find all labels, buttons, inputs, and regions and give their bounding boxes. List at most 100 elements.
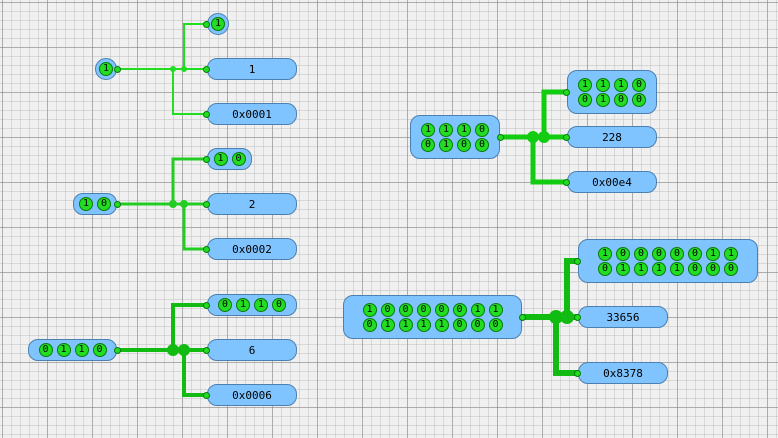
bit-value[interactable]: 0 (398, 302, 413, 317)
decimal-display[interactable]: 2 (207, 193, 297, 215)
bit-value: 0 (632, 92, 646, 107)
bit-value: 1 (598, 246, 612, 261)
input-pin (203, 66, 210, 73)
bit-value[interactable]: 0 (452, 317, 467, 332)
bit-value[interactable]: 0 (452, 302, 467, 317)
bit-value[interactable]: 0 (457, 137, 471, 152)
bit-value[interactable]: 1 (56, 343, 71, 357)
bit-value[interactable]: 0 (362, 317, 377, 332)
decimal-value: 33656 (606, 310, 640, 324)
decimal-display[interactable]: 1 (207, 58, 297, 80)
bit-value: 1 (614, 77, 628, 92)
bit-value: 0 (614, 92, 628, 107)
output-pin (114, 201, 121, 208)
hex-display[interactable]: 0x8378 (578, 362, 668, 384)
bit-value: 1 (724, 246, 738, 261)
bit-value[interactable]: 1 (74, 343, 89, 357)
bit-value: 1 (706, 246, 720, 261)
bit-value[interactable]: 1 (362, 302, 377, 317)
bit-value[interactable]: 1 (488, 302, 503, 317)
input-pin (203, 156, 210, 163)
input-pin (203, 111, 210, 118)
bit-value[interactable]: 1 (99, 62, 113, 76)
decimal-value: 228 (602, 130, 622, 144)
decimal-display[interactable]: 6 (207, 339, 297, 361)
wire-junction (549, 310, 563, 324)
bit-value[interactable]: 1 (457, 122, 471, 137)
bit-value[interactable]: 0 (92, 343, 107, 357)
input-pin (574, 370, 581, 377)
decimal-value: 2 (248, 197, 256, 211)
wire-junction (560, 310, 574, 324)
input-pin (563, 134, 570, 141)
bit-value: 0 (634, 246, 648, 261)
bit-value[interactable]: 1 (398, 317, 413, 332)
bit-input-component[interactable]: 1 (95, 58, 117, 80)
hex-display[interactable]: 0x00e4 (567, 171, 657, 193)
input-pin (203, 302, 210, 309)
bit-value[interactable]: 0 (488, 317, 503, 332)
bit-value[interactable]: 1 (470, 302, 485, 317)
input-pin (203, 392, 210, 399)
bit-value[interactable]: 0 (380, 302, 395, 317)
bit-value: 0 (272, 298, 286, 312)
input-pin (574, 258, 581, 265)
bit-value[interactable]: 0 (434, 302, 449, 317)
bit-value[interactable]: 1 (416, 317, 431, 332)
hex-display[interactable]: 0x0006 (207, 384, 297, 406)
bit-value: 0 (706, 261, 720, 276)
hex-value: 0x0002 (232, 242, 272, 256)
decimal-display[interactable]: 33656 (578, 306, 668, 328)
output-pin (519, 314, 526, 321)
bit-value: 1 (254, 298, 268, 312)
bit-display-component[interactable]: 1 (207, 13, 229, 35)
bit-value[interactable]: 1 (439, 122, 453, 137)
hex-display[interactable]: 0x0001 (207, 103, 297, 125)
wire-junction (167, 344, 179, 356)
bit-value[interactable]: 1 (434, 317, 449, 332)
bit-value: 0 (578, 92, 592, 107)
bit-value[interactable]: 1 (380, 317, 395, 332)
wire-junction (170, 66, 176, 72)
bit-value[interactable]: 0 (470, 317, 485, 332)
input-pin (203, 21, 210, 28)
input-pin (203, 201, 210, 208)
wire-junction (527, 131, 539, 143)
bit-grid: 1 (211, 17, 225, 31)
bit-value[interactable]: 1 (421, 122, 435, 137)
bit-value[interactable]: 0 (38, 343, 53, 357)
bit-value[interactable]: 0 (475, 122, 489, 137)
bit-value[interactable]: 0 (97, 197, 111, 211)
bit-value[interactable]: 1 (79, 197, 93, 211)
decimal-display[interactable]: 228 (567, 126, 657, 148)
bit-value[interactable]: 0 (475, 137, 489, 152)
bit-value[interactable]: 0 (416, 302, 431, 317)
bit-value[interactable]: 0 (421, 137, 435, 152)
hex-display[interactable]: 0x0002 (207, 238, 297, 260)
bit-value: 0 (688, 246, 702, 261)
bit-value: 0 (632, 77, 646, 92)
bit-value: 1 (596, 92, 610, 107)
bit-value: 1 (578, 77, 592, 92)
bit-value: 0 (598, 261, 612, 276)
bit-value[interactable]: 1 (439, 137, 453, 152)
